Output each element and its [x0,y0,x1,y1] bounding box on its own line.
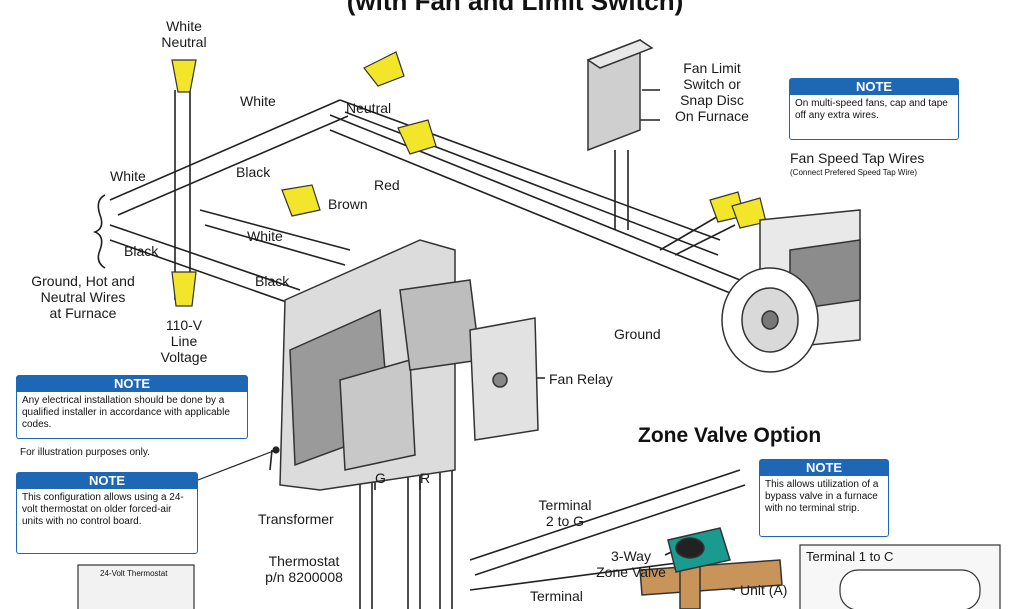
cable-black-left [109,224,301,306]
label-g: G [375,470,386,486]
zone-valve-icon [639,527,783,609]
label-red: Red [374,177,400,193]
label-fan-speed-sub: (Connect Prefered Speed Tap Wire) [790,168,918,177]
terminal-inset [799,544,1001,609]
label-fan-limit: Fan Limit Switch or Snap Disc On Furnace [675,60,749,124]
label-neutral: Neutral [346,100,392,116]
cable-vertical-left [174,90,191,300]
note-body: On multi-speed fans, cap and tape off an… [795,98,948,121]
label-black-mid: Black [236,164,271,180]
label-thermostat: Thermostat p/n 8200008 [265,553,343,585]
zone-valve-option-heading: Zone Valve Option [638,424,822,447]
label-terminal-1c: Terminal 1 to C [806,549,894,564]
cable-white-mid [199,209,351,266]
thermostat-card [77,564,195,609]
label-fan-relay: Fan Relay [549,371,613,387]
label-line-voltage: 110-V Line Voltage [160,317,208,365]
label-white-neutral: White Neutral [161,18,207,50]
fan-blower-icon [721,209,861,373]
note-header: NOTE [790,79,958,95]
thermostat-card-title: 24-Volt Thermostat [100,569,168,578]
diagram-title: (with Fan and Limit Switch) [346,0,684,16]
illustration-disclaimer: For illustration purposes only. [20,447,150,458]
label-white-top: White [240,93,276,109]
label-transformer: Transformer [258,511,334,527]
note-body: Any electrical installation should be do… [22,395,230,430]
note-multispeed: NOTE On multi-speed fans, cap and tape o… [789,78,959,140]
cable-ground [329,114,741,296]
fan-limit-switch-icon [586,38,654,152]
label-fan-speed: Fan Speed Tap Wires [790,150,925,166]
note-bypass-valve: NOTE This allows utilization of a bypass… [759,459,889,537]
wire-nut-icon [171,51,767,307]
label-ground-hot-neutral: Ground, Hot and Neutral Wires at Furnace [31,273,135,321]
label-terminal-bottom: Terminal [530,588,583,604]
transformer-icon [289,308,416,471]
label-three-way-valve: 3-Way Zone Valve [596,548,666,580]
note-body: This allows utilization of a bypass valv… [765,479,879,514]
note-header: NOTE [760,460,888,476]
label-black-low: Black [255,273,290,289]
cable-white-top [109,99,349,216]
label-unit-a: Unit (A) [740,582,788,598]
label-white-mid: White [247,228,283,244]
label-ground: Ground [614,326,661,342]
note-24v-config: NOTE This configuration allows using a 2… [16,472,198,554]
relay-icon [399,279,539,441]
label-brown: Brown [328,196,368,212]
note-body: This configuration allows using a 24-vol… [22,492,184,527]
note-header: NOTE [17,473,197,489]
label-black-left: Black [124,243,159,259]
note-electrical: NOTE Any electrical installation should … [16,375,248,439]
label-r: R [420,470,431,486]
note-header: NOTE [17,376,247,392]
label-white-left: White [110,168,146,184]
label-terminal-2g: Terminal 2 to G [538,497,592,529]
